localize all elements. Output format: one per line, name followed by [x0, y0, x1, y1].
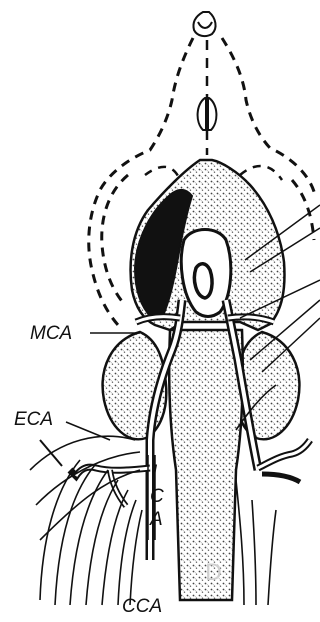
olfactory-bulb-right	[208, 98, 216, 130]
olfactory-tip	[193, 12, 215, 36]
olfactory-bulb-left	[198, 98, 206, 130]
label-ica-c: C	[150, 487, 164, 506]
label-eca: ECA	[14, 410, 53, 429]
label-mca: MCA	[30, 324, 72, 343]
brainstem	[169, 330, 243, 600]
label-ica-i: I	[152, 463, 157, 482]
svg-text:D: D	[205, 561, 222, 586]
label-cca: CCA	[122, 597, 162, 616]
neck-muscle-left	[30, 436, 142, 605]
label-ica-a: A	[150, 510, 163, 529]
